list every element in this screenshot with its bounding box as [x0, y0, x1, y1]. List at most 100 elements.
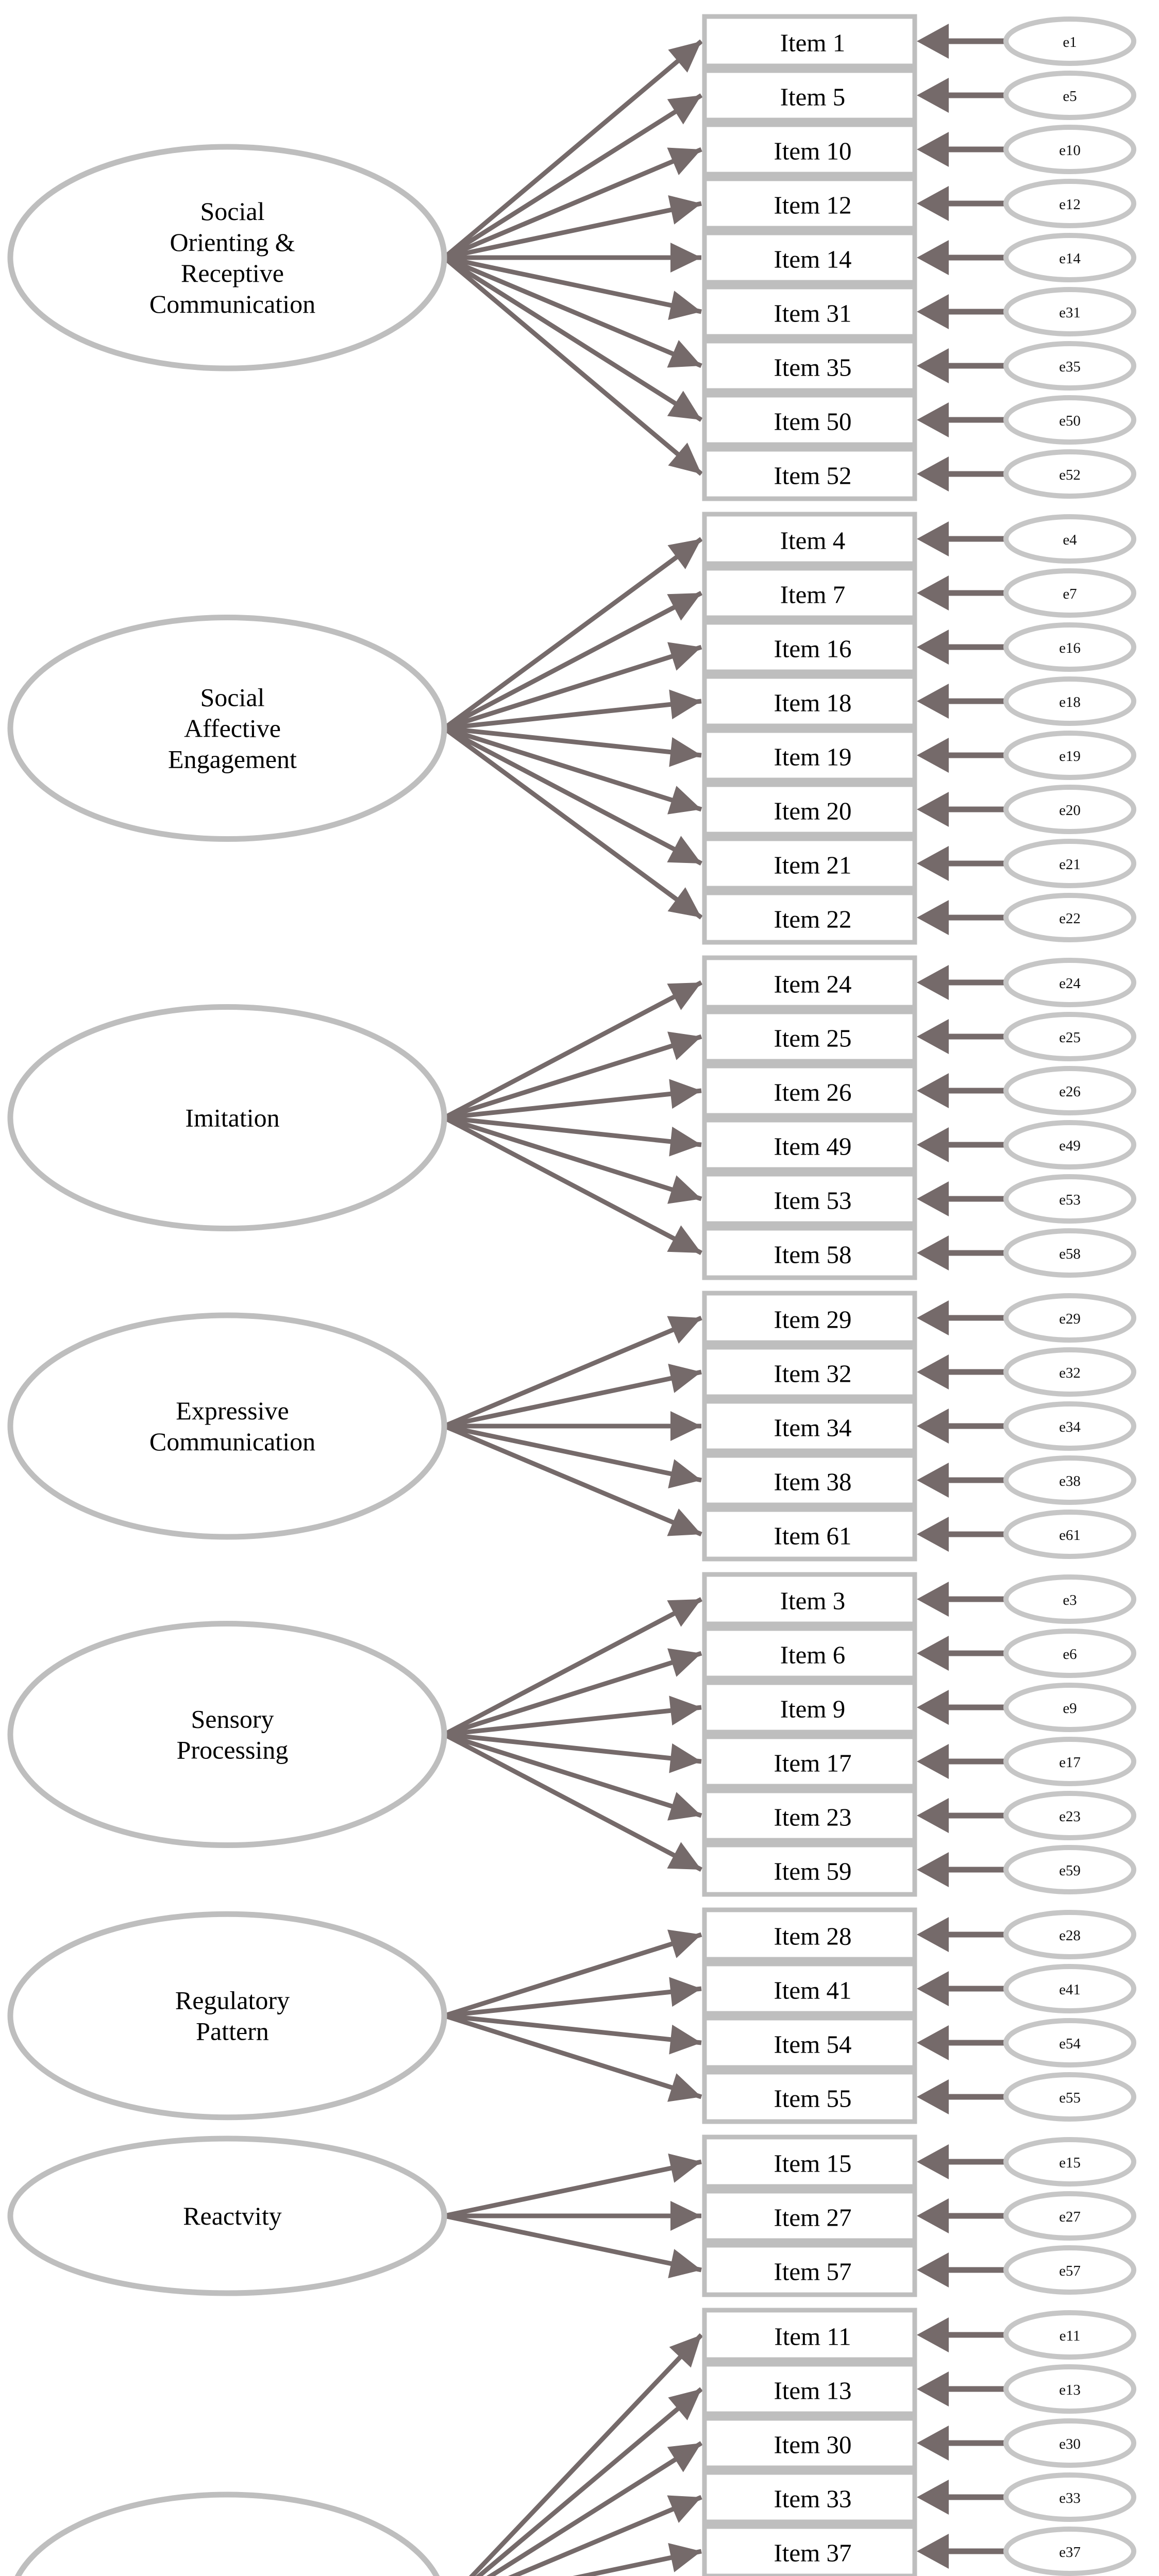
- indicator-node[interactable]: Item 55: [702, 2070, 917, 2124]
- indicator-box[interactable]: [702, 2189, 917, 2243]
- error-node[interactable]: e23: [1003, 1791, 1136, 1840]
- factor-ellipse[interactable]: [7, 615, 447, 842]
- error-node[interactable]: e1: [1003, 16, 1136, 66]
- error-ellipse[interactable]: [1003, 1120, 1136, 1170]
- error-node[interactable]: e14: [1003, 233, 1136, 282]
- error-node[interactable]: e41: [1003, 1964, 1136, 2013]
- indicator-box[interactable]: [702, 890, 917, 945]
- indicator-box[interactable]: [702, 2134, 917, 2189]
- error-node[interactable]: e4: [1003, 514, 1136, 564]
- error-ellipse[interactable]: [1003, 287, 1136, 336]
- error-ellipse[interactable]: [1003, 1737, 1136, 1786]
- error-node[interactable]: e21: [1003, 839, 1136, 888]
- indicator-box[interactable]: [702, 1842, 917, 1897]
- error-ellipse[interactable]: [1003, 179, 1136, 228]
- indicator-node[interactable]: Item 17: [702, 1734, 917, 1789]
- indicator-node[interactable]: Item 38: [702, 1453, 917, 1507]
- error-ellipse[interactable]: [1003, 1455, 1136, 1505]
- error-ellipse[interactable]: [1003, 1066, 1136, 1115]
- error-ellipse[interactable]: [1003, 2364, 1136, 2414]
- error-ellipse[interactable]: [1003, 2245, 1136, 2295]
- error-ellipse[interactable]: [1003, 1510, 1136, 1559]
- indicator-box[interactable]: [702, 782, 917, 837]
- error-ellipse[interactable]: [1003, 395, 1136, 445]
- indicator-box[interactable]: [702, 1680, 917, 1735]
- error-ellipse[interactable]: [1003, 2527, 1136, 2576]
- error-node[interactable]: e6: [1003, 1629, 1136, 1678]
- indicator-box[interactable]: [702, 68, 917, 123]
- indicator-node[interactable]: Item 11: [702, 2308, 917, 2362]
- error-node[interactable]: e61: [1003, 1510, 1136, 1559]
- indicator-node[interactable]: Item 5: [702, 68, 917, 123]
- error-ellipse[interactable]: [1003, 2072, 1136, 2122]
- indicator-node[interactable]: Item 57: [702, 2243, 917, 2297]
- indicator-box[interactable]: [702, 955, 917, 1010]
- indicator-node[interactable]: Item 12: [702, 176, 917, 231]
- error-node[interactable]: e49: [1003, 1120, 1136, 1170]
- indicator-node[interactable]: Item 4: [702, 512, 917, 566]
- indicator-node[interactable]: Item 25: [702, 1009, 917, 1064]
- indicator-node[interactable]: Item 19: [702, 728, 917, 783]
- error-node[interactable]: e18: [1003, 676, 1136, 726]
- indicator-box[interactable]: [702, 2015, 917, 2070]
- error-ellipse[interactable]: [1003, 1401, 1136, 1451]
- error-ellipse[interactable]: [1003, 1174, 1136, 1224]
- factor-ellipse[interactable]: [10, 2492, 444, 2576]
- factor-node[interactable]: RepetitiveBehaviors: [10, 2492, 444, 2576]
- indicator-box[interactable]: [702, 1172, 917, 1226]
- error-ellipse[interactable]: [1003, 568, 1136, 618]
- factor-ellipse[interactable]: [7, 1621, 447, 1848]
- error-node[interactable]: e19: [1003, 731, 1136, 780]
- indicator-node[interactable]: Item 49: [702, 1117, 917, 1172]
- factor-node[interactable]: Imitation: [7, 1004, 447, 1231]
- error-ellipse[interactable]: [1003, 2137, 1136, 2187]
- indicator-box[interactable]: [702, 728, 917, 783]
- indicator-box[interactable]: [702, 230, 917, 285]
- error-node[interactable]: e33: [1003, 2472, 1136, 2522]
- indicator-box[interactable]: [702, 836, 917, 891]
- indicator-box[interactable]: [702, 1399, 917, 1453]
- indicator-box[interactable]: [702, 2243, 917, 2297]
- error-node[interactable]: e5: [1003, 71, 1136, 120]
- error-node[interactable]: e58: [1003, 1228, 1136, 1278]
- indicator-box[interactable]: [702, 2362, 917, 2416]
- error-node[interactable]: e34: [1003, 1401, 1136, 1451]
- indicator-node[interactable]: Item 30: [702, 2416, 917, 2470]
- indicator-box[interactable]: [702, 122, 917, 177]
- error-ellipse[interactable]: [1003, 449, 1136, 499]
- indicator-box[interactable]: [702, 1507, 917, 1562]
- factor-ellipse[interactable]: [7, 2136, 447, 2296]
- error-ellipse[interactable]: [1003, 1683, 1136, 1732]
- indicator-box[interactable]: [702, 176, 917, 231]
- error-ellipse[interactable]: [1003, 125, 1136, 174]
- error-ellipse[interactable]: [1003, 341, 1136, 391]
- error-node[interactable]: e59: [1003, 1845, 1136, 1894]
- error-node[interactable]: e3: [1003, 1574, 1136, 1624]
- error-node[interactable]: e55: [1003, 2072, 1136, 2122]
- error-node[interactable]: e27: [1003, 2191, 1136, 2241]
- error-ellipse[interactable]: [1003, 2018, 1136, 2067]
- error-ellipse[interactable]: [1003, 1012, 1136, 1061]
- error-node[interactable]: e12: [1003, 179, 1136, 228]
- error-ellipse[interactable]: [1003, 839, 1136, 888]
- error-node[interactable]: e52: [1003, 449, 1136, 499]
- indicator-node[interactable]: Item 31: [702, 284, 917, 339]
- indicator-node[interactable]: Item 50: [702, 393, 917, 447]
- error-node[interactable]: e37: [1003, 2527, 1136, 2576]
- error-ellipse[interactable]: [1003, 233, 1136, 282]
- indicator-box[interactable]: [702, 1734, 917, 1789]
- indicator-node[interactable]: Item 3: [702, 1572, 917, 1626]
- error-ellipse[interactable]: [1003, 2472, 1136, 2522]
- error-node[interactable]: e16: [1003, 622, 1136, 672]
- error-node[interactable]: e22: [1003, 893, 1136, 942]
- indicator-box[interactable]: [702, 1572, 917, 1626]
- error-ellipse[interactable]: [1003, 1347, 1136, 1397]
- indicator-box[interactable]: [702, 1063, 917, 1118]
- indicator-node[interactable]: Item 59: [702, 1842, 917, 1897]
- indicator-node[interactable]: Item 14: [702, 230, 917, 285]
- indicator-box[interactable]: [702, 14, 917, 69]
- factor-ellipse[interactable]: [7, 1911, 447, 2121]
